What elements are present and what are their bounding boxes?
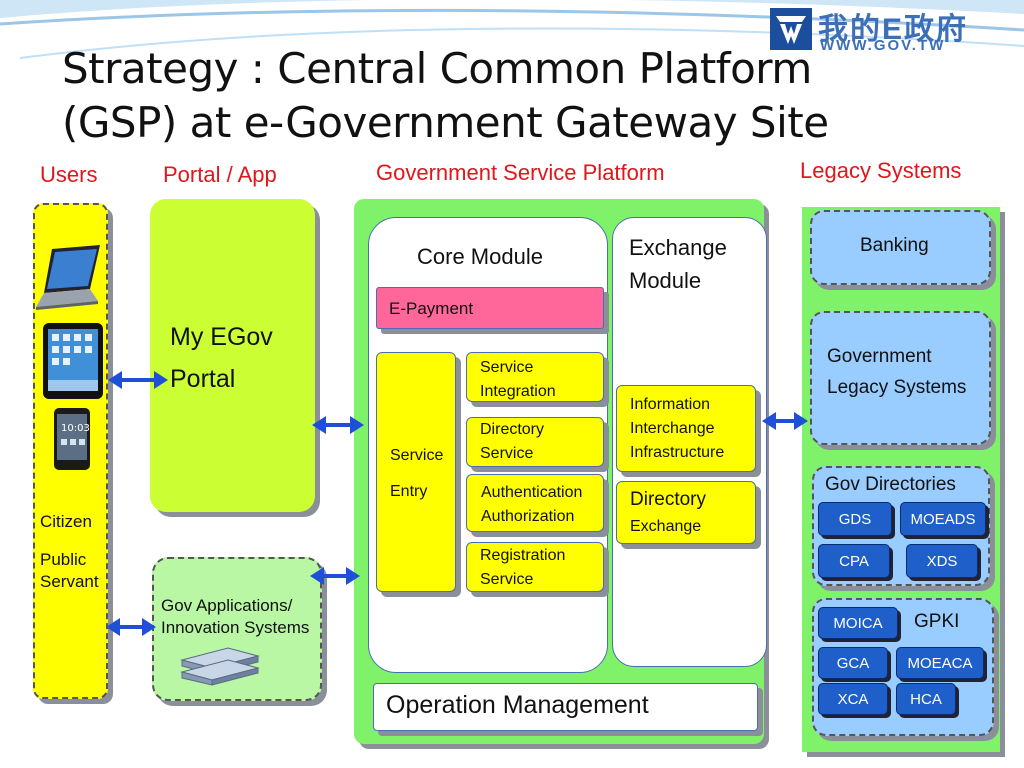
legacy-heading: Legacy Systems xyxy=(800,158,962,183)
e-payment-label: E-Payment xyxy=(389,299,474,318)
service-entry-label-2: Entry xyxy=(390,483,428,500)
directory-service-box[interactable] xyxy=(466,417,604,467)
info-interchange-label-3: Infrastructure xyxy=(630,444,725,461)
gov-logo: 我的E政府 WWW.GOV.TW xyxy=(768,6,998,54)
portal-label-1: My EGov xyxy=(170,323,273,351)
exchange-module-title-1: Exchange xyxy=(629,235,727,260)
directory-exchange-label-1: Directory xyxy=(630,489,707,510)
svg-text:10:03: 10:03 xyxy=(61,423,90,434)
users-portal-arrow xyxy=(108,371,168,389)
users-heading: Users xyxy=(40,162,98,187)
users-govapps-arrow xyxy=(106,618,156,636)
directory-exchange-label-2: Exchange xyxy=(630,518,702,535)
gov-directories-label: Gov Directories xyxy=(825,474,956,495)
e-payment-box[interactable] xyxy=(376,287,604,329)
info-interchange-label-2: Interchange xyxy=(630,420,715,437)
smartphone-icon: 10:03 xyxy=(54,408,90,470)
my-egov-portal[interactable] xyxy=(150,199,315,512)
moeads-box[interactable]: MOEADS xyxy=(900,502,986,536)
service-integration-label-2: Integration xyxy=(480,383,556,400)
gca-box[interactable]: GCA xyxy=(818,647,888,679)
cpa-box[interactable]: CPA xyxy=(818,544,890,578)
service-entry-label-1: Service xyxy=(390,447,444,464)
slide-title-line-2: (GSP) at e-Government Gateway Site xyxy=(62,98,829,147)
logo-url: WWW.GOV.TW xyxy=(820,37,946,54)
gov-apps-label-2: Innovation Systems xyxy=(161,618,310,637)
banking-box[interactable] xyxy=(810,210,991,285)
gov-apps-label-1: Gov Applications/ xyxy=(161,596,293,615)
authorization-label: Authorization xyxy=(481,508,575,525)
service-integration-label-1: Service xyxy=(480,359,534,376)
xds-box[interactable]: XDS xyxy=(906,544,978,578)
portal-heading: Portal / App xyxy=(163,162,277,187)
gsp-legacy-arrow xyxy=(762,412,808,430)
registration-service-label-2: Service xyxy=(480,571,534,588)
tablet-icon xyxy=(43,323,103,399)
gpki-label: GPKI xyxy=(914,611,960,632)
exchange-module-title-2: Module xyxy=(629,268,702,293)
authentication-label: Authentication xyxy=(481,484,583,501)
govapps-gsp-arrow xyxy=(310,567,360,585)
information-interchange-box[interactable] xyxy=(616,385,756,472)
gov-legacy-systems-box[interactable] xyxy=(810,311,991,445)
xca-box[interactable]: XCA xyxy=(818,683,888,715)
service-integration-box[interactable] xyxy=(466,352,604,402)
gov-logo-icon xyxy=(770,8,812,50)
gsp-heading: Government Service Platform xyxy=(376,160,665,185)
laptop-icon xyxy=(36,245,100,310)
operation-management-label: Operation Management xyxy=(386,691,649,719)
moeaca-box[interactable]: MOEACA xyxy=(896,647,984,679)
registration-service-box[interactable] xyxy=(466,542,604,592)
public-servant-label-1: Public xyxy=(40,550,87,569)
public-servant-label-2: Servant xyxy=(40,572,99,591)
registration-service-label-1: Registration xyxy=(480,547,566,564)
gov-legacy-label-1: Government xyxy=(827,346,932,367)
logo-text: 我的E政府 xyxy=(818,13,969,46)
portal-gsp-arrow xyxy=(312,416,364,434)
info-interchange-label-1: Information xyxy=(630,396,711,413)
portal-label-2: Portal xyxy=(170,365,236,393)
banking-label: Banking xyxy=(860,235,929,256)
moica-box[interactable]: MOICA xyxy=(818,607,898,639)
gov-legacy-label-2: Legacy Systems xyxy=(827,377,967,398)
citizen-label: Citizen xyxy=(40,512,92,531)
gds-box[interactable]: GDS xyxy=(818,502,892,536)
directory-service-label-2: Service xyxy=(480,445,534,462)
slide-title-line-1: Strategy : Central Common Platform xyxy=(62,44,812,93)
server-stack-icon xyxy=(180,647,260,686)
hca-box[interactable]: HCA xyxy=(896,683,956,715)
authentication-authorization-box[interactable] xyxy=(466,474,604,532)
operation-management-box[interactable] xyxy=(373,683,758,731)
directory-service-label-1: Directory xyxy=(480,421,545,438)
service-entry-box[interactable] xyxy=(376,352,456,592)
directory-exchange-box[interactable] xyxy=(616,481,756,544)
core-module-title: Core Module xyxy=(417,244,543,269)
